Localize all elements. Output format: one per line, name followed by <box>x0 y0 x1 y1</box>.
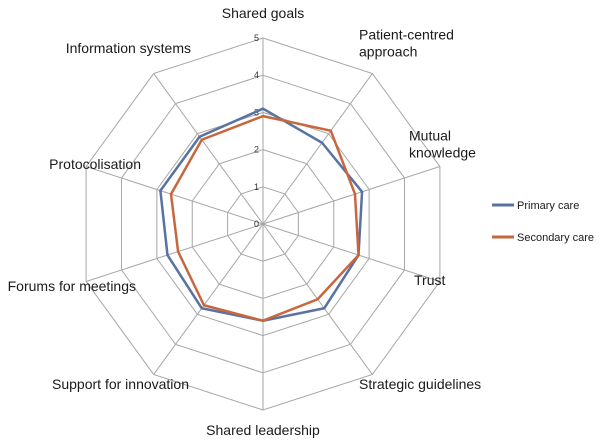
tick-label-2: 2 <box>254 145 259 155</box>
axis-label-trust: Trust <box>414 272 445 288</box>
axis-label-support-for-innovation: Support for innovation <box>52 376 189 392</box>
spoke-trust <box>262 223 441 282</box>
axis-label-shared-goals: Shared goals <box>222 5 305 21</box>
tick-label-0: 0 <box>254 219 259 229</box>
axis-label-forums-for-meetings: Forums for meetings <box>8 278 136 294</box>
axis-label-information-systems: Information systems <box>66 40 191 56</box>
data-point-secondary-care-shared-goals <box>261 114 265 118</box>
legend-label-secondary-care: Secondary care <box>517 232 594 244</box>
spoke-forums-for-meetings <box>85 223 264 282</box>
spoke-protocolisation <box>85 166 264 225</box>
axis-label-strategic-guidelines: Strategic guidelines <box>359 376 481 392</box>
data-point-secondary-care-strategic-guidelines <box>316 298 319 301</box>
spoke-information-systems <box>153 73 264 225</box>
spoke-mutual-knowledge <box>262 166 441 225</box>
data-point-primary-care-strategic-guidelines <box>323 307 326 310</box>
data-point-primary-care-support-for-innovation <box>200 307 203 310</box>
data-point-primary-care-patient-centred-approach <box>320 141 324 144</box>
series-line-secondary-care <box>169 114 360 322</box>
radar-grid <box>85 37 441 411</box>
data-point-secondary-care-forums-for-meetings <box>176 250 180 253</box>
data-point-secondary-care-information-systems <box>200 138 203 141</box>
tick-label-4: 4 <box>254 70 259 80</box>
data-point-secondary-care-mutual-knowledge <box>353 192 357 196</box>
data-point-primary-care-protocolisation <box>159 189 162 192</box>
series-line-primary-care <box>159 107 364 322</box>
axis-label-shared-leadership: Shared leadership <box>206 422 320 438</box>
data-point-secondary-care-shared-leadership <box>261 319 265 322</box>
data-point-primary-care-information-systems <box>198 135 201 138</box>
data-point-secondary-care-support-for-innovation <box>202 304 206 307</box>
data-point-primary-care-forums-for-meetings <box>166 253 169 257</box>
tick-label-5: 5 <box>254 33 259 43</box>
data-point-secondary-care-trust <box>357 253 360 257</box>
data-point-secondary-care-patient-centred-approach <box>329 129 332 132</box>
legend-label-primary-care: Primary care <box>517 200 579 212</box>
data-point-secondary-care-protocolisation <box>169 192 173 196</box>
data-series <box>159 107 364 322</box>
spoke-patient-centred-approach <box>262 73 373 225</box>
spoke-support-for-innovation <box>153 223 264 375</box>
data-point-primary-care-mutual-knowledge <box>360 190 364 194</box>
tick-label-1: 1 <box>254 182 259 192</box>
data-point-primary-care-shared-goals <box>261 107 265 110</box>
axis-label-protocolisation: Protocolisation <box>49 156 141 172</box>
